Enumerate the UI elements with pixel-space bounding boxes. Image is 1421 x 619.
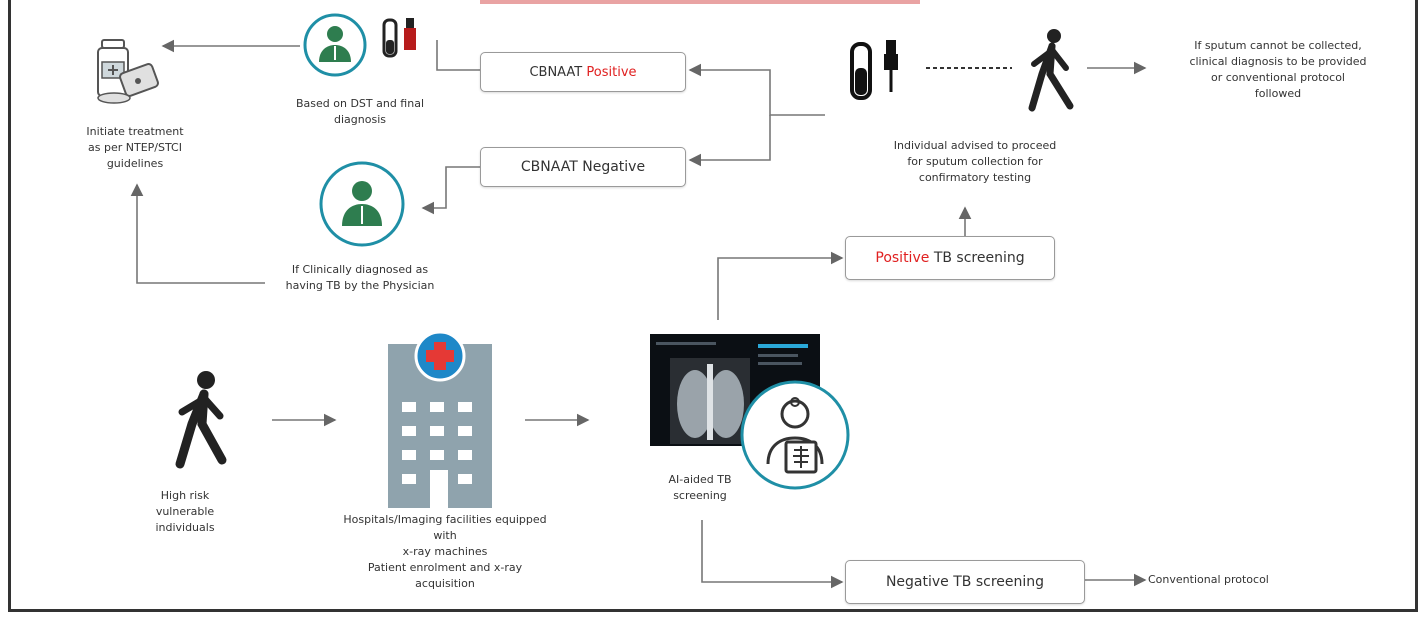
negative-screening-label: Negative TB screening: [885, 574, 1045, 590]
hospitals-text: Hospitals/Imaging facilities equipped wi…: [343, 513, 547, 590]
doctor-icon: [319, 161, 405, 247]
arrow-to-positive-screening: [717, 251, 844, 320]
walking-person-icon: [1028, 29, 1074, 112]
cbnaat-positive-box: CBNAAT Positive: [480, 52, 686, 92]
line-tube-to-positive: [436, 40, 480, 71]
test-tube-icon: [850, 40, 898, 100]
cbnaat-word: CBNAAT: [520, 159, 578, 175]
screening-word: TB screening: [933, 250, 1025, 266]
sputum-fallback-text: If sputum cannot be collected, clinical …: [1189, 39, 1367, 100]
doctor-icon: [303, 13, 367, 77]
high-risk-text: High risk vulnerable individuals: [155, 489, 215, 534]
ai-screening-text: AI-aided TB screening: [668, 473, 732, 502]
positive-word: Positive: [586, 64, 637, 80]
positive-screening-box: Positive TB screening: [845, 236, 1055, 280]
diagram-frame: [8, 0, 1418, 612]
arrow-to-cbnaat-negative: [688, 115, 771, 167]
positive-word: Positive: [875, 250, 930, 266]
top-accent-bar: [480, 0, 920, 4]
test-tube-icon: [382, 18, 416, 58]
arrow-clinical-to-treatment: [130, 183, 265, 284]
initiate-treatment-text: Initiate treatment as per NTEP/STCI guid…: [86, 125, 184, 170]
dst-diagnosis-text: Based on DST and final diagnosis: [295, 97, 425, 126]
negative-screening-box: Negative TB screening: [845, 560, 1085, 604]
medicine-icon: [97, 39, 159, 104]
arrow-to-cbnaat-positive: [688, 63, 825, 116]
sputum-advice-text: Individual advised to proceed for sputum…: [893, 139, 1057, 184]
arrow-to-negative-screening: [701, 520, 844, 589]
radiologist-icon: [740, 380, 850, 490]
conventional-protocol-text: Conventional protocol: [1148, 573, 1269, 586]
clinical-diagnosis-text: If Clinically diagnosed as having TB by …: [285, 263, 435, 292]
cbnaat-word: CBNAAT: [529, 64, 583, 80]
cbnaat-negative-box: CBNAAT Negative: [480, 147, 686, 187]
walking-person-icon: [175, 371, 227, 469]
negative-word: Negative: [582, 159, 646, 175]
hospital-icon: [388, 330, 492, 508]
arrow-to-clinical-doctor: [421, 166, 480, 215]
